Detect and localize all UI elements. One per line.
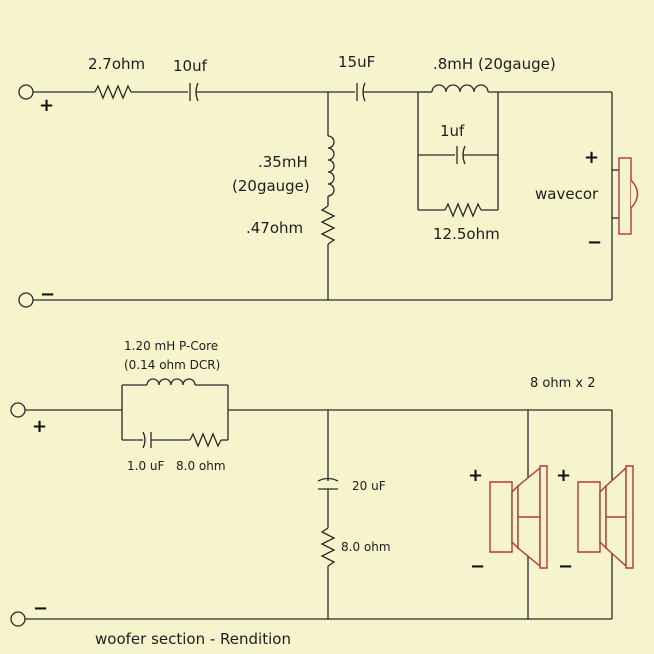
drivers-label: 8 ohm x 2	[530, 376, 596, 391]
resistor-8-0-zobel-symbol	[189, 432, 222, 448]
resistor-8-0-shunt-symbol	[320, 527, 336, 567]
woofer-plus-sign: +	[32, 416, 47, 437]
resistor-12-5-symbol	[444, 202, 482, 218]
resistor-12-5-label: 12.5ohm	[433, 225, 500, 243]
wavecor-plus-sign: +	[584, 147, 599, 168]
inductor-0-8mh-symbol	[431, 84, 489, 93]
capacitor-1uf-label: 1uf	[440, 122, 465, 140]
woofer-1-plus-sign: +	[468, 465, 483, 486]
tweeter-plus-sign: +	[39, 95, 54, 116]
woofer-section: 1.20 mH P-Core (0.14 ohm DCR) 1.0 uF 8.0…	[10, 339, 634, 648]
woofer-driver-1-symbol	[489, 465, 548, 569]
woofer-driver-2-symbol	[577, 465, 634, 569]
woofer-minus-sign: −	[33, 598, 48, 619]
inductor-0-8mh-label: .8mH (20gauge)	[433, 55, 556, 73]
inductor-1-20mh-label-line2: (0.14 ohm DCR)	[124, 358, 220, 372]
capacitor-10uf-label: 10uf	[173, 57, 208, 75]
woofer-1-minus-sign: −	[470, 556, 485, 577]
resistor-2-7-symbol	[94, 84, 132, 100]
tweeter-positive-terminal	[18, 84, 34, 100]
capacitor-20uf-curve	[317, 477, 339, 482]
resistor-8-0-shunt-label: 8.0 ohm	[341, 540, 391, 554]
inductor-0-35mh-label-line2: (20gauge)	[232, 177, 310, 195]
inductor-0-35mh-label-line1: .35mH	[258, 153, 308, 171]
tweeter-section: 2.7ohm 10uf 15uF .8mH (20gauge) 1uf 12.5…	[18, 53, 639, 308]
tweeter-negative-terminal	[18, 292, 34, 308]
woofer-positive-terminal	[10, 402, 26, 418]
resistor-0-47-label: .47ohm	[246, 219, 303, 237]
woofer-negative-terminal	[10, 611, 26, 627]
inductor-1-20mh-label-line1: 1.20 mH P-Core	[124, 339, 218, 353]
capacitor-15uf-label: 15uF	[338, 53, 375, 71]
woofer-2-plus-sign: +	[556, 465, 571, 486]
resistor-2-7-label: 2.7ohm	[88, 55, 145, 73]
resistor-8-0-zobel-label: 8.0 ohm	[176, 459, 226, 473]
woofer-caption: woofer section - Rendition	[95, 630, 291, 648]
woofer-2-minus-sign: −	[558, 556, 573, 577]
inductor-0-35mh-symbol	[327, 135, 335, 197]
resistor-0-47-symbol	[320, 205, 336, 245]
wavecor-tweeter-symbol	[612, 157, 639, 235]
capacitor-1uf-curve	[142, 431, 146, 449]
driver-label-wavecor: wavecor	[535, 185, 599, 203]
capacitor-1uf-label: 1.0 uF	[127, 459, 165, 473]
tweeter-minus-sign: −	[40, 284, 55, 305]
capacitor-20uf-label: 20 uF	[352, 479, 386, 493]
wavecor-minus-sign: −	[587, 232, 602, 253]
inductor-1-20mh-symbol	[146, 378, 196, 386]
